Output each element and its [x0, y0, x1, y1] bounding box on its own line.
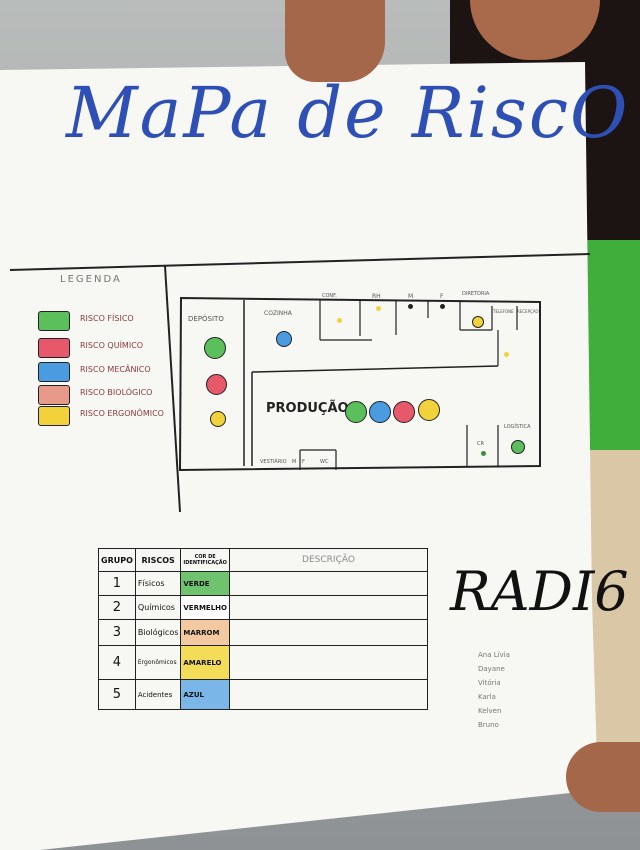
legend-label: RISCO MECÂNICO [80, 365, 151, 374]
table-cell-cor: AMARELO [180, 645, 230, 680]
room-label-conf: CONF. [322, 293, 337, 299]
team-member: Karla [478, 693, 496, 701]
table-row: 4 Ergonômicos AMARELO [98, 645, 429, 680]
team-member: Vitória [478, 679, 501, 687]
risk-dot-small [481, 451, 486, 456]
risk-dot-fisico [345, 401, 367, 423]
table-header: GRUPO [98, 548, 136, 572]
team-member: Ana Lívia [478, 651, 510, 659]
hand-holding-bottom [566, 742, 640, 812]
risk-dot-small [504, 352, 509, 357]
legend-swatch [38, 338, 70, 358]
risk-dot-small [376, 306, 381, 311]
legend-label: RISCO ERGONÔMICO [80, 409, 164, 418]
team-member: Dayane [478, 665, 505, 673]
table-cell-risco: Ergonômicos [134, 645, 182, 680]
table-cell-descricao [228, 571, 429, 596]
risk-dot-ergonomico [472, 316, 484, 328]
table-cell-cor: MARROM [180, 619, 230, 646]
risk-dot-mecanico [369, 401, 391, 423]
table-cell-cor: AZUL [180, 679, 230, 710]
legend-title: LEGENDA [60, 274, 122, 285]
room-label-producao: PRODUÇÃO [266, 401, 349, 416]
table-cell-risco: Químicos [134, 595, 182, 620]
risk-dot-fisico [511, 440, 525, 454]
legend-swatch [38, 362, 70, 382]
poster-title: MaPa de RiscO [66, 72, 630, 154]
table-cell-grupo: 2 [98, 595, 136, 620]
legend-swatch [38, 385, 70, 405]
table-header: COR DE IDENTIFICAÇÃO [180, 548, 230, 572]
hand-holding-top [285, 0, 385, 82]
risk-dot-small [408, 304, 413, 309]
table-cell-grupo: 3 [98, 619, 136, 646]
risk-dot-small [440, 304, 445, 309]
table-cell-descricao [228, 619, 429, 646]
table-row: 1 Físicos VERDE [98, 571, 429, 596]
table-header: RISCOS [134, 548, 182, 572]
table-cell-grupo: 1 [98, 571, 136, 596]
table-cell-risco: Biológicos [134, 619, 182, 646]
table-cell-grupo: 5 [98, 679, 136, 710]
team-name: RADI6 [450, 560, 629, 623]
legend-swatch [38, 311, 70, 331]
room-label-logistica: LOGÍSTICA [504, 424, 531, 430]
team-members: Ana Lívia Dayane Vitória Karla Kelven Br… [478, 648, 510, 732]
room-label-wc: WC [320, 459, 329, 465]
risk-table: GRUPO RISCOS COR DE IDENTIFICAÇÃO DESCRI… [98, 548, 429, 710]
room-label-f-small: F [302, 459, 305, 465]
legend-label: RISCO FÍSICO [80, 314, 134, 323]
risk-dot-mecanico [276, 331, 292, 347]
legend-label: RISCO BIOLÓGICO [80, 388, 153, 397]
table-cell-descricao [228, 595, 429, 620]
room-label-telefone: TELEFONE [493, 309, 514, 314]
room-label-cozinha: COZINHA [264, 310, 292, 317]
table-cell-grupo: 4 [98, 645, 136, 680]
table-cell-cor: VERMELHO [180, 595, 230, 620]
risk-dot-fisico [204, 337, 226, 359]
legend-swatch [38, 406, 70, 426]
risk-dot-small [337, 318, 342, 323]
room-label-deposito: DEPÓSITO [188, 315, 224, 323]
table-cell-descricao [228, 679, 429, 710]
risk-dot-quimico [206, 374, 227, 395]
risk-dot-ergonomico [418, 399, 440, 421]
table-cell-risco: Acidentes [134, 679, 182, 710]
team-member: Bruno [478, 721, 499, 729]
risk-dot-quimico [393, 401, 415, 423]
table-cell-descricao [228, 645, 429, 680]
table-row: 3 Biológicos MARROM [98, 619, 429, 646]
room-label-cr: CR [477, 441, 484, 447]
risk-dot-ergonomico [210, 411, 226, 427]
table-header: DESCRIÇÃO [228, 548, 429, 572]
room-label-recepcao: RECEPÇÃO [517, 309, 539, 314]
team-member: Kelven [478, 707, 502, 715]
legend-label: RISCO QUÍMICO [80, 341, 144, 350]
table-header-row: GRUPO RISCOS COR DE IDENTIFICAÇÃO DESCRI… [98, 548, 429, 572]
room-label-f: F [440, 293, 444, 300]
table-cell-cor: VERDE [180, 571, 230, 596]
room-label-m: M [408, 293, 414, 300]
table-row: 5 Acidentes AZUL [98, 679, 429, 710]
table-row: 2 Químicos VERMELHO [98, 595, 429, 620]
room-label-m-small: M [292, 459, 297, 465]
room-label-rh: RH [372, 293, 381, 300]
table-cell-risco: Físicos [134, 571, 182, 596]
room-label-diretoria: DIRETORIA [462, 291, 490, 297]
room-label-vestiario: VESTIÁRIO [260, 459, 287, 465]
